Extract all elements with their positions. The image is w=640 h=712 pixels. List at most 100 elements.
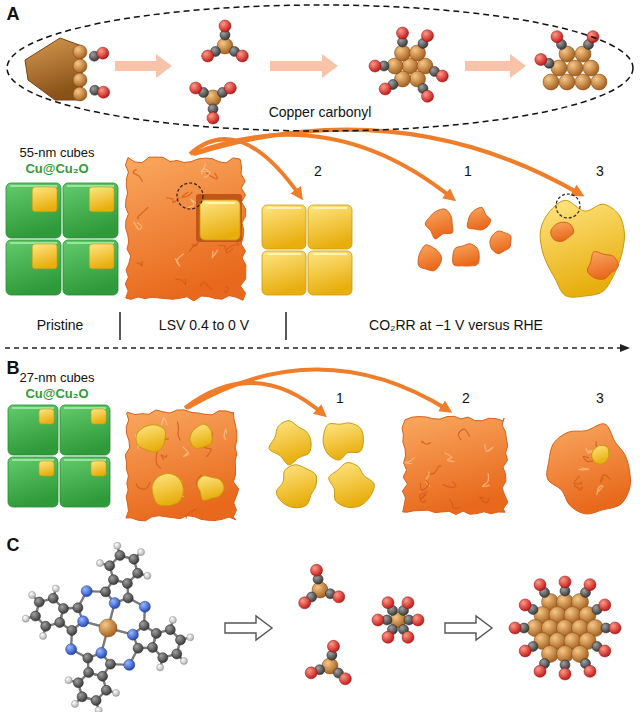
surface-wrinkle [449,499,460,509]
panel-letter: A [7,4,20,25]
atom [98,86,110,98]
pathway-number: 2 [462,390,470,406]
atom [139,621,149,631]
atom [41,621,51,631]
surface-wrinkle [574,485,583,490]
atom [77,692,87,702]
atom [139,601,150,612]
atom [73,603,83,613]
panel-letter: C [7,535,20,556]
copper-fragment [276,465,316,508]
atom [305,667,317,679]
atom [559,668,571,680]
atom [29,591,36,598]
atom [148,642,158,652]
stage-divider [285,312,287,340]
copper-core [32,244,57,269]
atom [52,585,59,592]
atom [559,576,571,588]
atom [567,60,583,76]
oxide-fragment [418,245,441,271]
oxide-patch [587,252,618,280]
atom [129,554,139,564]
surface-wrinkle [175,279,185,285]
surface-wrinkle [224,429,227,440]
atom [172,649,182,659]
atom [202,50,214,62]
copper-core [91,461,106,476]
atom [105,561,115,571]
atom [73,45,87,59]
surface-wrinkle [428,466,441,474]
atom [299,597,311,609]
atom [584,579,596,591]
dashed-ellipse [7,5,633,131]
atom [543,74,559,90]
atom [599,599,611,611]
atom [124,659,135,670]
atom [22,615,29,622]
cube-55nm-pathway [6,130,625,301]
oxide-shell [63,240,118,295]
atom [180,658,187,665]
atom [165,625,175,635]
oxide-shell [63,183,118,238]
copper-cube [308,205,352,249]
atom [412,614,424,626]
copper-core [39,461,54,476]
surface-wrinkle [137,207,148,218]
atom [176,635,186,645]
oxide-fragment [467,207,490,230]
atom [48,593,58,603]
zoom-ellipse: Copper carbonyl [6,4,634,132]
process-arrow [225,616,272,640]
surface-wrinkle [177,422,180,441]
atom [372,614,384,626]
atom [519,645,531,657]
surface-wrinkle [136,482,150,489]
copper-core [32,187,57,212]
atom [534,665,546,677]
pathway-number: 1 [336,390,344,406]
oxide-shell [60,405,110,455]
surface-wrinkle [420,494,426,503]
atom [96,647,107,658]
atom [58,604,68,614]
atom [91,696,101,706]
atom [115,550,125,560]
oxide-shell [60,457,110,507]
surface-wrinkle [183,447,189,457]
atom [575,74,591,90]
surface-wrinkle [218,245,233,253]
atom [609,622,621,634]
atom [73,59,87,73]
atom [236,50,248,62]
cavity [196,194,242,242]
atom [108,575,118,585]
atom [157,664,164,671]
atom [73,73,87,87]
cube-highlight [267,207,301,209]
surface-wrinkle [458,429,469,440]
surface-wrinkle [480,497,489,503]
copper-core [91,409,106,424]
atom [40,633,47,640]
pathway-number: 3 [596,163,604,179]
atom [397,27,409,39]
atom [96,560,103,567]
stage-label: LSV 0.4 to 0 V [159,317,249,333]
atom [55,618,65,628]
stage-label: Pristine [37,317,84,333]
oxide-patch [551,222,574,241]
atom [583,60,599,76]
zoom-circle [556,194,580,218]
surface-wrinkle [425,471,430,486]
atom [30,611,40,621]
atom [187,634,194,641]
copper-core [89,187,114,212]
atom [535,54,547,66]
atom [73,678,83,688]
oxide-fragment [453,244,480,266]
surface-wrinkle [404,457,414,463]
